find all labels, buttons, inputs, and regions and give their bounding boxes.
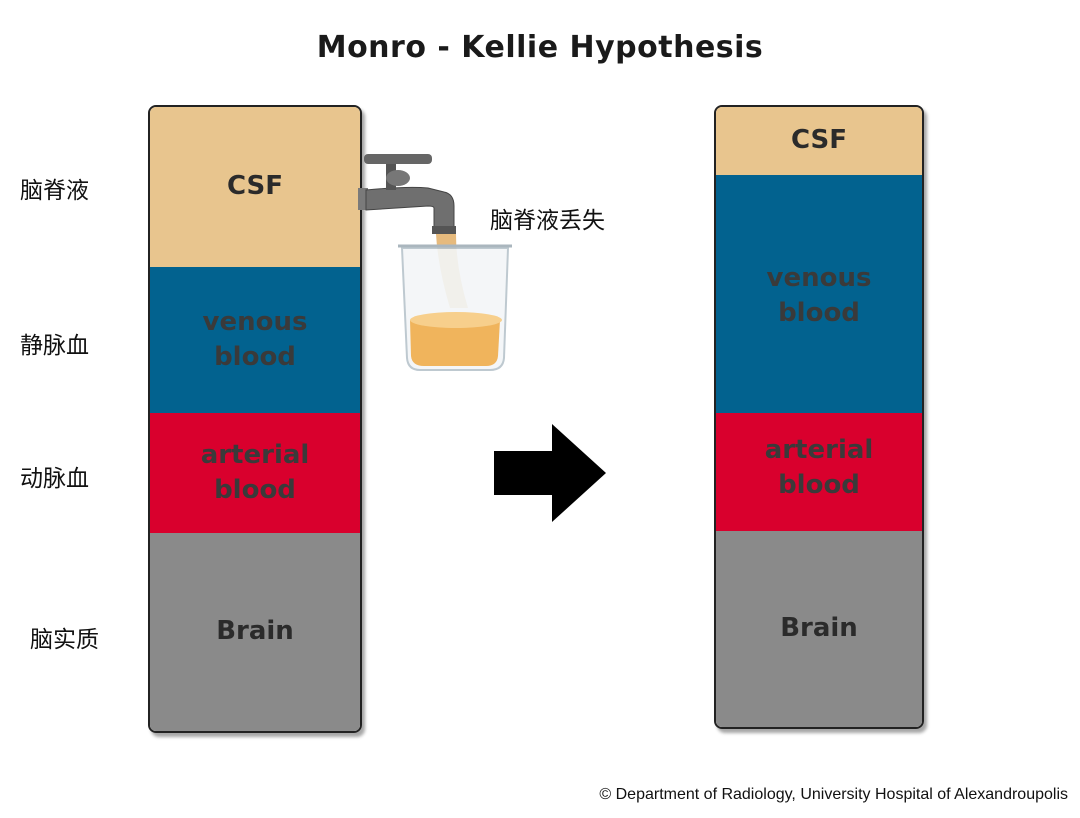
left-venous-segment: venous blood bbox=[150, 267, 360, 413]
copyright-notice: © Department of Radiology, University Ho… bbox=[599, 786, 1068, 803]
right-venous-label-2: blood bbox=[778, 298, 860, 329]
right-brain-segment: Brain bbox=[716, 531, 922, 727]
label-arterial-cn: 动脉血 bbox=[20, 466, 89, 492]
left-venous-label-2: blood bbox=[214, 342, 296, 372]
right-venous-label-1: venous bbox=[766, 263, 872, 293]
right-arterial-label-2: blood bbox=[778, 470, 860, 501]
csf-loss-annotation: 脑脊液丢失 bbox=[490, 208, 605, 234]
label-brain-cn: 脑实质 bbox=[30, 627, 99, 653]
label-venous-cn: 静脉血 bbox=[20, 333, 89, 359]
right-csf-label: CSF bbox=[790, 125, 848, 156]
beaker-icon bbox=[398, 244, 512, 371]
right-brain-label: Brain bbox=[780, 613, 858, 644]
left-brain-label: Brain bbox=[216, 616, 294, 647]
left-column: CSF venous blood arterial blood Brain bbox=[148, 105, 362, 733]
right-csf-segment: CSF bbox=[716, 107, 922, 175]
label-csf-cn: 脑脊液 bbox=[20, 178, 89, 204]
left-csf-label: CSF bbox=[226, 171, 284, 202]
right-arrow-icon bbox=[494, 424, 606, 522]
left-csf-segment: CSF bbox=[150, 107, 360, 267]
faucet-icon bbox=[358, 154, 512, 371]
left-brain-segment: Brain bbox=[150, 533, 360, 731]
right-column: CSF venous blood arterial blood Brain bbox=[714, 105, 924, 729]
right-arterial-segment: arterial blood bbox=[716, 413, 922, 531]
diagram-title: Monro - Kellie Hypothesis bbox=[316, 30, 764, 65]
right-venous-segment: venous blood bbox=[716, 175, 922, 413]
right-arterial-label-1: arterial bbox=[764, 435, 874, 465]
left-venous-label-1: venous bbox=[202, 306, 308, 337]
left-arterial-label-2: blood bbox=[214, 475, 296, 505]
left-arterial-label-1: arterial bbox=[200, 439, 310, 470]
left-arterial-segment: arterial blood bbox=[150, 413, 360, 533]
